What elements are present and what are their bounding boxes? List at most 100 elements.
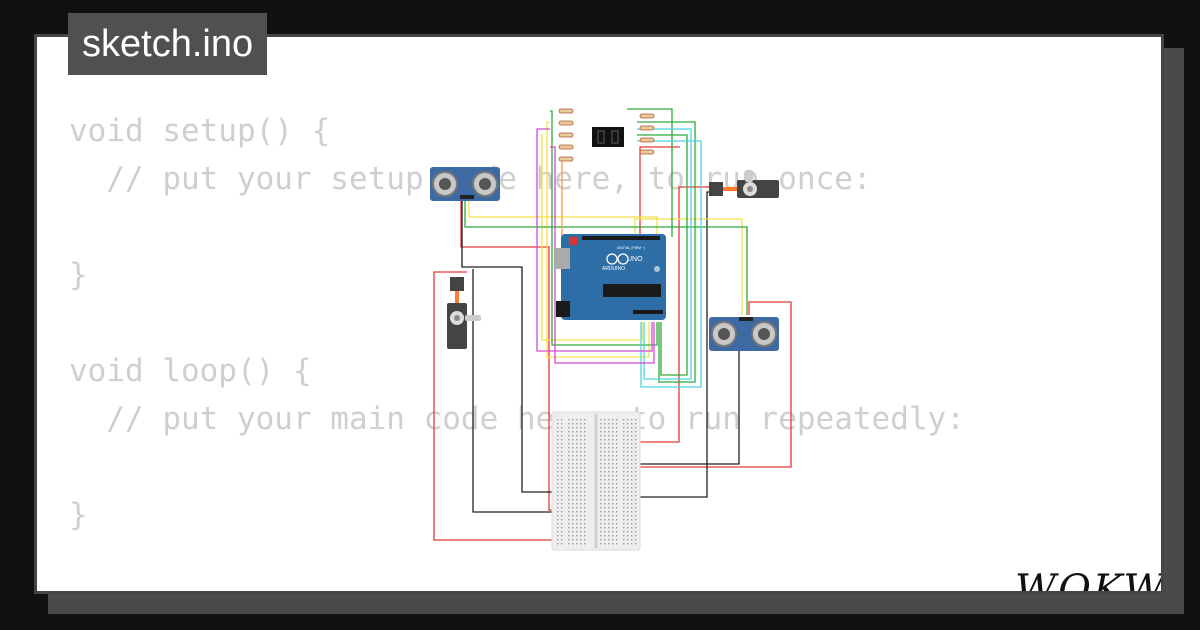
breadboard-hole [561, 467, 563, 469]
breadboard-hole [604, 435, 606, 437]
servo-motor[interactable] [447, 277, 481, 349]
breadboard-hole [631, 443, 633, 445]
breadboard-hole [608, 427, 610, 429]
breadboard-hole [568, 447, 570, 449]
breadboard-hole [612, 427, 614, 429]
breadboard-hole [635, 527, 637, 529]
breadboard-hole [568, 539, 570, 541]
breadboard-hole [584, 463, 586, 465]
breadboard-hole [576, 447, 578, 449]
breadboard-hole [631, 523, 633, 525]
breadboard-hole [623, 523, 625, 525]
breadboard-hole [576, 511, 578, 513]
seven-segment-display[interactable] [592, 127, 624, 147]
breadboard-hole [584, 475, 586, 477]
breadboard-hole [561, 483, 563, 485]
breadboard-hole [568, 479, 570, 481]
breadboard-hole [623, 507, 625, 509]
breadboard-hole [561, 503, 563, 505]
breadboard-hole [600, 483, 602, 485]
breadboard-hole [627, 515, 629, 517]
breadboard-hole [576, 451, 578, 453]
wire-yellow [468, 197, 658, 237]
breadboard-hole [584, 427, 586, 429]
breadboard-hole [568, 439, 570, 441]
breadboard-hole [623, 495, 625, 497]
breadboard-hole [584, 451, 586, 453]
breadboard-hole [600, 527, 602, 529]
breadboard-hole [561, 495, 563, 497]
breadboard-hole [623, 443, 625, 445]
breadboard-hole [580, 527, 582, 529]
breadboard-hole [557, 459, 559, 461]
breadboard-hole [627, 527, 629, 529]
breadboard-hole [561, 499, 563, 501]
breadboard-hole [576, 535, 578, 537]
ultrasonic-sensor[interactable] [709, 317, 779, 351]
breadboard-hole [561, 511, 563, 513]
breadboard-hole [616, 503, 618, 505]
breadboard-hole [584, 543, 586, 545]
breadboard-hole [584, 443, 586, 445]
breadboard-hole [608, 463, 610, 465]
breadboard-hole [631, 543, 633, 545]
breadboard-hole [572, 427, 574, 429]
breadboard-hole [557, 427, 559, 429]
breadboard-hole [616, 443, 618, 445]
arduino-uno-board[interactable]: UNO ARDUINO DIGITAL (PWM ~) [554, 234, 666, 320]
breadboard-hole [612, 487, 614, 489]
breadboard-hole [612, 443, 614, 445]
breadboard-hole [612, 431, 614, 433]
breadboard-hole [612, 467, 614, 469]
breadboard-hole [627, 499, 629, 501]
breadboard-hole [623, 479, 625, 481]
breadboard-hole [616, 455, 618, 457]
breadboard-hole [576, 491, 578, 493]
breadboard-hole [572, 475, 574, 477]
code-line: } [69, 257, 88, 293]
breadboard-hole [608, 443, 610, 445]
breadboard-hole [604, 543, 606, 545]
breadboard-hole [623, 435, 625, 437]
breadboard-hole [627, 519, 629, 521]
breadboard-hole [631, 539, 633, 541]
breadboard-hole [584, 507, 586, 509]
breadboard-hole [580, 463, 582, 465]
breadboard-hole [561, 519, 563, 521]
breadboard-hole [612, 439, 614, 441]
breadboard-hole [616, 511, 618, 513]
breadboard-hole [612, 491, 614, 493]
breadboard-hole [631, 483, 633, 485]
breadboard-hole [568, 515, 570, 517]
breadboard-hole [576, 539, 578, 541]
breadboard-hole [612, 419, 614, 421]
breadboard-hole [635, 519, 637, 521]
breadboard-hole [631, 451, 633, 453]
breadboard-hole [568, 427, 570, 429]
breadboard-hole [623, 531, 625, 533]
breadboard-hole [572, 523, 574, 525]
board-brand-label: ARDUINO [602, 266, 625, 272]
breadboard-hole [580, 483, 582, 485]
breadboard-hole [557, 471, 559, 473]
breadboard-hole [600, 467, 602, 469]
breadboard[interactable] [551, 411, 641, 551]
resistors [558, 108, 655, 162]
breadboard-hole [572, 479, 574, 481]
wire-green [464, 197, 748, 315]
breadboard-hole [623, 515, 625, 517]
file-tab[interactable]: sketch.ino [68, 13, 268, 75]
breadboard-hole [608, 503, 610, 505]
breadboard-hole [561, 451, 563, 453]
breadboard-hole [572, 443, 574, 445]
breadboard-hole [604, 427, 606, 429]
breadboard-hole [635, 511, 637, 513]
resistor [558, 108, 574, 114]
servo-motor[interactable] [709, 170, 779, 198]
breadboard-hole [561, 435, 563, 437]
ultrasonic-sensor[interactable] [430, 167, 500, 201]
breadboard-hole [600, 447, 602, 449]
breadboard-hole [600, 423, 602, 425]
wire-magenta [536, 128, 653, 352]
breadboard-hole [635, 467, 637, 469]
